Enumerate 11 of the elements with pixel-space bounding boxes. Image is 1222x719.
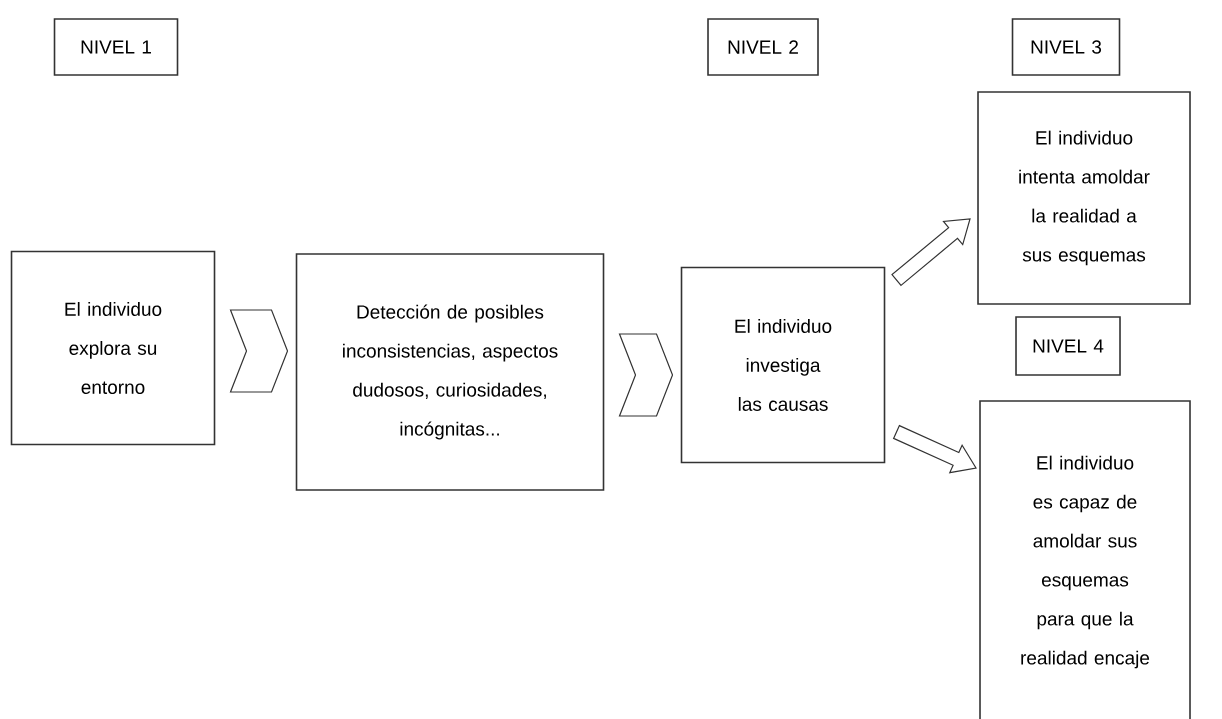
process-box: El individuo explora su entorno <box>10 250 216 446</box>
level-label-box: NIVEL 2 <box>707 18 819 76</box>
chevron-arrow <box>229 309 289 393</box>
level-label-box: NIVEL 1 <box>53 18 179 76</box>
level-label-box: NIVEL 4 <box>1015 316 1121 376</box>
level-label-box: NIVEL 3 <box>1011 18 1121 76</box>
chevron-arrow <box>618 333 674 417</box>
process-box: El individuo investiga las causas <box>680 266 886 464</box>
process-box: El individuo es capaz de amoldar sus esquemas para que la realidad encaje <box>979 400 1191 719</box>
process-box: El individuo intenta amoldar la realidad a sus esquemas <box>977 91 1191 305</box>
process-box: Detección de posibles inconsistencias, aspectos dudosos, curiosidades, incógnitas... <box>295 253 605 491</box>
